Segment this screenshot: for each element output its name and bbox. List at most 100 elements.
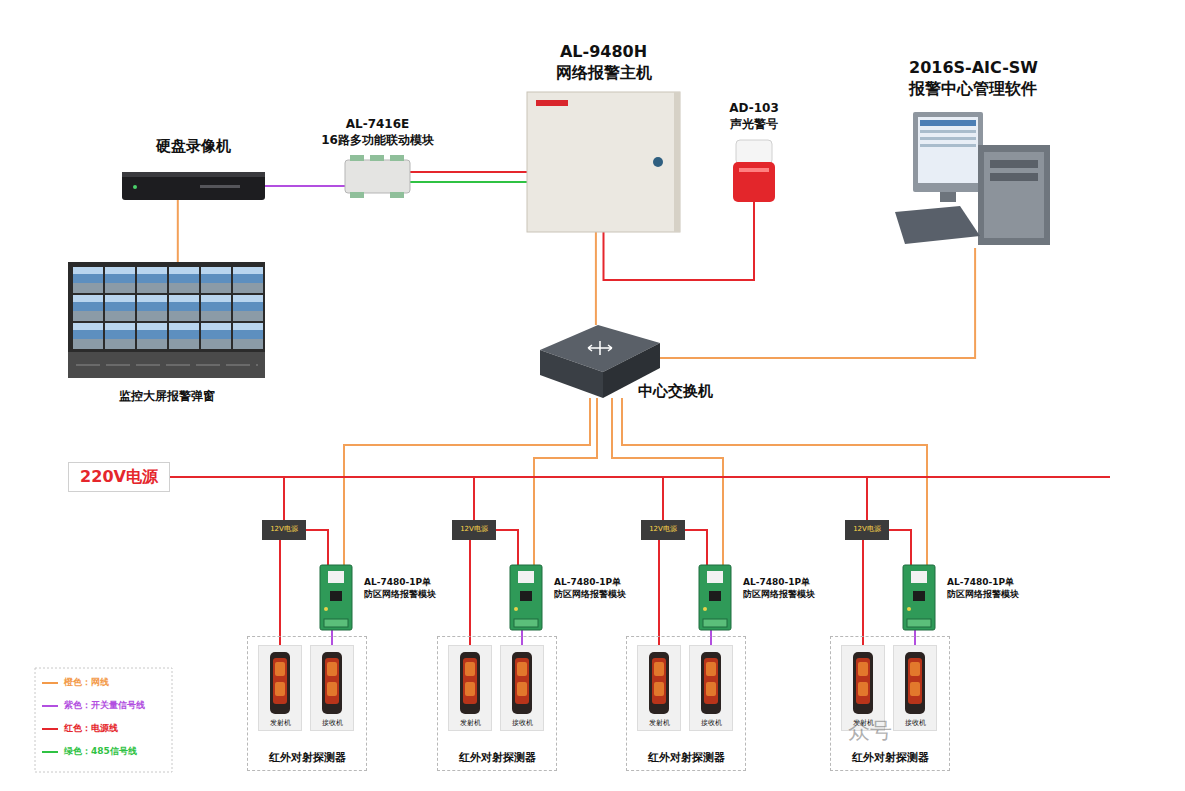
node-label: AL-7480-1P单 防区网络报警模块 bbox=[947, 577, 1042, 600]
text-block: 220V电源 bbox=[69, 463, 169, 491]
linkage-module: AL-7416E16路多功能联动模块 bbox=[345, 158, 410, 195]
text-block: AL-7416E16路多功能联动模块 bbox=[321, 116, 434, 148]
connector-line bbox=[177, 200, 179, 262]
text-block: AL-7480-1P单 防区网络报警模块 bbox=[947, 577, 1042, 600]
text-block: 红外对射探测器 bbox=[627, 751, 745, 766]
detector-group: 红外对射探测器发射机接收机 bbox=[437, 636, 557, 771]
board-image bbox=[510, 565, 542, 630]
screen-bar bbox=[920, 120, 976, 126]
connector-line bbox=[604, 202, 755, 280]
detector-group: 红外对射探测器发射机接收机 bbox=[830, 636, 950, 771]
dvr-body bbox=[122, 172, 265, 200]
tower-front bbox=[984, 152, 1044, 238]
node-label: 发射机 bbox=[638, 719, 680, 728]
text-block: 监控大屏报警弹窗 bbox=[119, 388, 215, 404]
connector-line bbox=[170, 477, 867, 520]
text-block: 发射机 bbox=[638, 719, 680, 728]
drive-slot bbox=[990, 160, 1038, 168]
node-label: 12V电源 bbox=[853, 525, 881, 534]
cabinet-lock bbox=[653, 157, 663, 167]
legend-row: 绿色：485信号线 bbox=[42, 745, 137, 758]
text-block: 接收机 bbox=[311, 719, 353, 728]
detector-group: 红外对射探测器 发射机接收机 bbox=[247, 636, 367, 771]
text-block: 接收机 bbox=[690, 719, 732, 728]
watermark: 众号 bbox=[848, 716, 892, 746]
legend-text: 红色：电源线 bbox=[64, 722, 118, 735]
board-image bbox=[320, 565, 352, 630]
node-label: 红外对射探测器 bbox=[627, 751, 745, 766]
connector-line bbox=[660, 248, 975, 358]
power-adapter: 12V电源 bbox=[262, 520, 306, 540]
dvr-led bbox=[133, 185, 137, 189]
connector-line bbox=[410, 181, 527, 183]
pc-tower bbox=[978, 145, 1050, 245]
connector-line bbox=[170, 477, 284, 520]
text-block: 12V电源 bbox=[262, 520, 306, 540]
module-body bbox=[345, 160, 410, 193]
text-block: 接收机 bbox=[501, 719, 543, 728]
transmitter: 发射机 bbox=[637, 645, 681, 731]
node-label: 接收机 bbox=[894, 719, 936, 728]
node-label: 网络报警主机 bbox=[556, 62, 652, 84]
text-block: 12V电源 bbox=[452, 520, 496, 540]
node-label: AD-103 bbox=[729, 100, 779, 116]
cabinet-logo bbox=[536, 100, 568, 106]
wall-screens bbox=[72, 266, 264, 350]
node-label: 红外对射探测器 bbox=[248, 751, 366, 766]
legend-row: 橙色：网线 bbox=[42, 676, 109, 689]
transmitter: 发射机 bbox=[258, 645, 302, 731]
board-image bbox=[699, 565, 731, 630]
connector-line bbox=[306, 530, 328, 565]
connector-line bbox=[265, 185, 345, 187]
node-label: 红外对射探测器 bbox=[831, 751, 949, 766]
legend-text: 紫色：开关量信号线 bbox=[64, 699, 145, 712]
dvr: 硬盘录像机 bbox=[122, 172, 265, 200]
text-block: 接收机 bbox=[894, 719, 936, 728]
connector-line bbox=[658, 540, 660, 645]
node-label: AL-7480-1P单 防区网络报警模块 bbox=[743, 577, 838, 600]
legend-row: 红色：电源线 bbox=[42, 722, 118, 735]
monitor-screen bbox=[918, 117, 978, 183]
text-block: 2016S-AIC-SW报警中心管理软件 bbox=[909, 57, 1038, 100]
module-terminal bbox=[390, 155, 404, 161]
receiver: 接收机 bbox=[500, 645, 544, 731]
module-terminal bbox=[370, 155, 384, 161]
module-terminal bbox=[350, 192, 364, 198]
text-block: 红外对射探测器 bbox=[248, 751, 366, 766]
node-label: 接收机 bbox=[501, 719, 543, 728]
receiver: 接收机 bbox=[689, 645, 733, 731]
siren-shine bbox=[739, 168, 769, 172]
power-source: 220V电源 bbox=[68, 462, 170, 492]
node-label: 硬盘录像机 bbox=[156, 136, 231, 156]
power-adapter: 12V电源 bbox=[452, 520, 496, 540]
video-wall: 监控大屏报警弹窗 bbox=[68, 262, 265, 378]
node-label: 中心交换机 bbox=[638, 381, 713, 401]
screen-row bbox=[920, 144, 976, 147]
text-block: 红外对射探测器 bbox=[438, 751, 556, 766]
connector-line bbox=[534, 398, 597, 565]
drive-slot bbox=[990, 173, 1038, 181]
connector-line bbox=[862, 540, 864, 645]
text-block: AL-9480H网络报警主机 bbox=[556, 41, 652, 84]
legend-swatch bbox=[42, 682, 58, 684]
node-label: 报警中心管理软件 bbox=[909, 78, 1038, 100]
node-label: AL-7480-1P单 防区网络报警模块 bbox=[364, 577, 459, 600]
switch-icon bbox=[588, 341, 612, 355]
module-terminal bbox=[390, 192, 404, 198]
node-label: AL-9480H bbox=[556, 41, 652, 63]
board-image bbox=[903, 565, 935, 630]
monitor-frame bbox=[913, 112, 983, 192]
node-label: 接收机 bbox=[690, 719, 732, 728]
receiver: 接收机 bbox=[893, 645, 937, 731]
node-label: 12V电源 bbox=[649, 525, 677, 534]
connector-line bbox=[344, 398, 590, 565]
wall-base-slots bbox=[76, 364, 258, 366]
node-label: 接收机 bbox=[311, 719, 353, 728]
dvr-slot bbox=[200, 185, 240, 188]
screen-row bbox=[920, 130, 976, 133]
connector-line bbox=[496, 530, 518, 565]
text-block: AL-7480-1P单 防区网络报警模块 bbox=[743, 577, 838, 600]
connector-line bbox=[595, 232, 597, 325]
connector-line bbox=[469, 540, 471, 645]
